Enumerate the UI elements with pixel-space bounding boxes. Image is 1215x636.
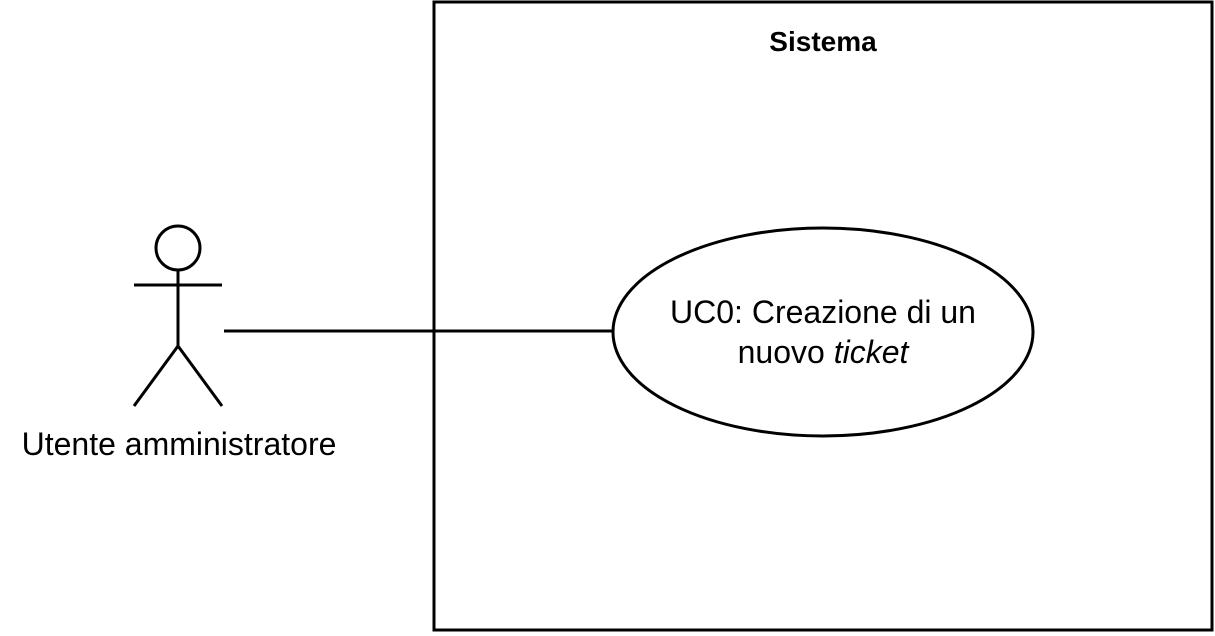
use-case-label-line2-italic: ticket [833, 334, 909, 370]
use-case-ellipse [611, 226, 1035, 438]
system-title: Sistema [769, 26, 877, 57]
use-case-label-line2-plain: nuovo [737, 334, 834, 370]
use-case-label-line1: UC0: Creazione di un [670, 294, 976, 330]
system-boundary [432, 0, 1214, 632]
actor-right-leg [176, 345, 224, 407]
use-case-label: UC0: Creazione di un nuovo ticket [612, 292, 1034, 372]
actor-head [154, 224, 202, 272]
actor-label: Utente amministratore [21, 426, 337, 462]
use-case-label-line2: nuovo ticket [612, 332, 1034, 372]
actor-figure [132, 224, 224, 407]
actor-left-leg [132, 345, 180, 407]
